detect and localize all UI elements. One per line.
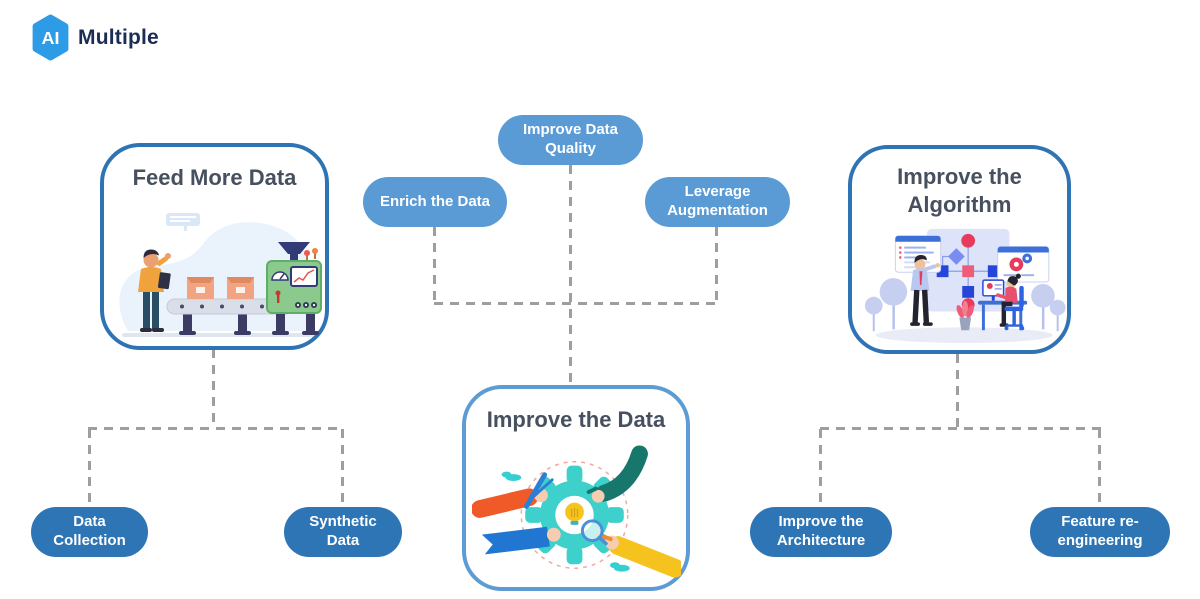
pill-synthetic-data-label: Synthetic Data xyxy=(309,513,377,549)
connector-quality-to-data-card xyxy=(569,165,572,385)
connector-enrich-down xyxy=(433,227,436,304)
card-improve-the-data: Improve the Data xyxy=(462,385,690,591)
card-improve-the-algorithm: Improve the Algorithm xyxy=(848,145,1071,354)
connector-feed-horizontal xyxy=(88,427,344,430)
pill-improve-the-architecture: Improve the Architecture xyxy=(750,507,892,557)
factory-illustration xyxy=(119,213,322,337)
card-feed-title: Feed More Data xyxy=(132,165,297,190)
connector-to-feature xyxy=(1098,429,1101,507)
logo: AI Multiple xyxy=(28,14,159,61)
pill-leverage-augmentation-label: Leverage Augmentation xyxy=(667,183,768,219)
connector-feed-down xyxy=(212,349,215,428)
connector-to-architecture xyxy=(819,429,822,507)
connector-algo-down xyxy=(956,354,959,428)
pill-synthetic-data: Synthetic Data xyxy=(284,507,402,557)
card-algo-title: Improve the Algorithm xyxy=(897,164,1022,218)
connector-to-data-collection xyxy=(88,429,91,507)
pill-data-collection: Data Collection xyxy=(31,507,148,557)
connector-leverage-down xyxy=(715,227,718,304)
connector-to-synthetic-data xyxy=(341,429,344,507)
ai-hexagon-icon: AI xyxy=(32,14,69,61)
logo-wordmark: Multiple xyxy=(78,25,159,49)
gear-idea-illustration xyxy=(472,445,681,578)
pill-feature-re-engineering-label: Feature re-engineering xyxy=(1057,513,1143,549)
svg-text:AI: AI xyxy=(42,28,60,48)
pill-enrich-the-data: Enrich the Data xyxy=(363,177,507,227)
card-data-title: Improve the Data xyxy=(486,407,666,432)
connector-middle-horizontal xyxy=(434,302,717,305)
pill-improve-data-quality-label: Improve Data Quality xyxy=(522,121,619,157)
pill-improve-the-architecture-label: Improve the Architecture xyxy=(776,513,866,549)
flowchart-team-illustration xyxy=(864,228,1066,344)
pill-enrich-the-data-label: Enrich the Data xyxy=(379,192,491,210)
pill-feature-re-engineering: Feature re-engineering xyxy=(1030,507,1170,557)
pill-leverage-augmentation: Leverage Augmentation xyxy=(645,177,790,227)
pill-improve-data-quality: Improve Data Quality xyxy=(498,115,643,165)
pill-data-collection-label: Data Collection xyxy=(53,513,126,549)
connector-algo-horizontal xyxy=(820,427,1102,430)
card-feed-more-data: Feed More Data xyxy=(100,143,329,350)
